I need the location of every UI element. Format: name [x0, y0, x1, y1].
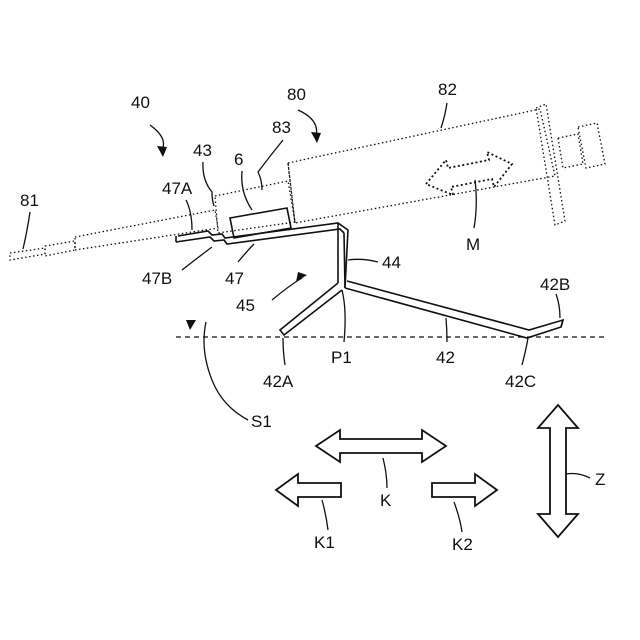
- lead-S1-arrowhead: [186, 320, 196, 330]
- barrel-flange: [536, 104, 565, 225]
- lead-42C: [522, 338, 528, 365]
- label-M: M: [466, 235, 480, 254]
- support-plate-47-lower: [178, 223, 348, 288]
- label-47: 47: [225, 269, 244, 288]
- needle-81: [10, 248, 45, 260]
- lead-47B: [182, 247, 212, 270]
- label-K: K: [380, 491, 392, 510]
- label-47A: 47A: [162, 179, 193, 198]
- plunger-head: [578, 123, 605, 168]
- direction-arrow-K1: [276, 474, 341, 506]
- direction-arrow-K2: [432, 474, 497, 506]
- barrel-front-83: [215, 181, 295, 233]
- lead-44: [348, 259, 378, 262]
- direction-arrow-K: [316, 430, 446, 462]
- label-82: 82: [438, 80, 457, 99]
- lead-K1: [322, 500, 328, 530]
- plunger-rod: [558, 134, 583, 168]
- label-47B: 47B: [142, 269, 172, 288]
- lead-83: [258, 140, 283, 190]
- lead-K2: [454, 502, 462, 532]
- label-81: 81: [20, 191, 39, 210]
- column-44-inner: [344, 233, 345, 288]
- label-80: 80: [287, 85, 306, 104]
- label-83: 83: [272, 118, 291, 137]
- syringe-80: [10, 104, 605, 260]
- label-K1: K1: [314, 533, 335, 552]
- label-42A: 42A: [263, 372, 294, 391]
- label-6: 6: [234, 150, 243, 169]
- lead-P1: [342, 290, 345, 342]
- syringe-tip: [75, 210, 218, 250]
- label-40: 40: [131, 93, 150, 112]
- lead-43: [203, 162, 214, 206]
- lead-45: [272, 278, 302, 300]
- lead-42: [446, 318, 447, 342]
- lead-40: [150, 125, 164, 150]
- lead-82: [441, 103, 447, 128]
- label-43: 43: [193, 141, 212, 160]
- barrel-82: [288, 109, 555, 223]
- support-plate-47: [176, 229, 344, 244]
- label-42C: 42C: [505, 372, 536, 391]
- lead-Z: [566, 474, 590, 479]
- label-42B: 42B: [540, 275, 570, 294]
- lead-42A: [283, 338, 285, 365]
- lead-42B: [556, 294, 560, 318]
- label-45: 45: [236, 296, 255, 315]
- leg-42A: [280, 283, 342, 335]
- leg-42: [345, 281, 563, 338]
- lead-45-arrowhead: [296, 272, 307, 282]
- label-K2: K2: [452, 535, 473, 554]
- movement-arrow-M: [426, 152, 512, 195]
- label-P1: P1: [331, 348, 352, 367]
- lead-40-arrowhead: [157, 146, 167, 157]
- lead-80-arrowhead: [311, 132, 321, 143]
- lead-M: [474, 180, 476, 228]
- label-44: 44: [382, 253, 401, 272]
- lead-81: [23, 212, 30, 249]
- label-Z: Z: [595, 470, 605, 489]
- lead-6: [242, 171, 252, 210]
- direction-arrow-Z: [538, 405, 578, 537]
- lead-K: [383, 458, 387, 488]
- lead-80: [298, 110, 317, 136]
- lead-47: [238, 244, 254, 262]
- label-S1: S1: [251, 412, 272, 431]
- label-42: 42: [436, 348, 455, 367]
- needle-hub: [45, 241, 75, 256]
